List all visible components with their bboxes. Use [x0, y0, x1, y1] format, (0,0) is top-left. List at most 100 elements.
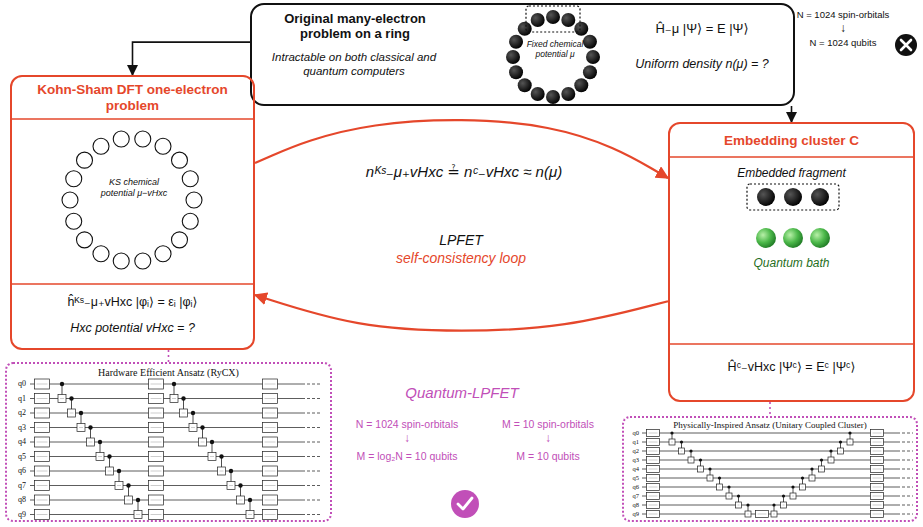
circuit-title: Hardware Efficient Ansatz (RyCX) [7, 367, 330, 379]
down-arrow: ↓ [404, 432, 410, 446]
ks-site [135, 131, 151, 147]
fragment-site [784, 188, 802, 206]
ring-caption: KS chemical potential μ−vHxc [92, 177, 176, 198]
kohn-sham-box: Kohn-Sham DFT one-electron problemKS che… [10, 75, 255, 350]
ks-site [113, 131, 129, 147]
ks-site [186, 192, 202, 208]
electron-site [531, 13, 545, 27]
down-arrow: ↓ [545, 432, 551, 446]
bath-site [810, 228, 830, 248]
embedding-cluster-figure [747, 184, 839, 248]
ansatz-box: Hardware Efficient Ansatz (RyCX) [5, 362, 332, 522]
ks-site [66, 213, 82, 229]
qubit-label: q1 [633, 438, 640, 445]
ks-site [66, 171, 82, 187]
connector [133, 42, 251, 75]
bath-site [756, 228, 776, 248]
electron-site [583, 65, 597, 79]
qubit-label: q0 [18, 379, 26, 388]
bath-site [783, 228, 803, 248]
ks-site [135, 253, 151, 269]
qubit-label: q1 [18, 394, 26, 403]
qubit-label: q5 [18, 452, 26, 461]
electron-site [546, 10, 560, 24]
fragment-outline [747, 184, 839, 210]
ks-site [155, 138, 171, 154]
qubit-label: q0 [633, 429, 640, 436]
scale-note: M = log₂N = 10 qubits [357, 450, 458, 462]
scale-note: M = 10 qubits [516, 450, 579, 462]
electron-site [583, 35, 597, 49]
ks-site [77, 232, 93, 248]
ks-site [182, 213, 198, 229]
electron-site [531, 87, 545, 101]
box-note: Uniform density n(μ) = ? [612, 57, 792, 72]
down-arrow: ↓ [840, 22, 846, 36]
embedding-cluster-box: Embedding cluster C Embedded fragmentQuan… [668, 122, 915, 402]
qubit-label: q3 [633, 456, 640, 463]
loop-caption: self-consistency loop [396, 250, 526, 266]
equation: Ĥᶜ₋vHxc |Ψᶜ⟩ = Eᶜ |Ψᶜ⟩ [674, 360, 909, 375]
qubit-label: q3 [18, 423, 26, 432]
feasible-mark [451, 490, 479, 518]
qubit-label: q2 [633, 447, 640, 454]
ansatz-box: Physically-Inspired Ansatz (Unitary Coup… [622, 416, 918, 522]
bath-caption: Quantum bath [676, 256, 907, 270]
ks-site [93, 138, 109, 154]
method-name: LPFET [439, 232, 483, 248]
electron-site [518, 22, 532, 36]
connector [769, 402, 771, 416]
separator-line [12, 283, 253, 285]
separator-line [670, 343, 913, 345]
qubit-label: q2 [18, 408, 26, 417]
connector [791, 106, 793, 122]
qubit-label: q9 [18, 510, 26, 519]
box-title: Embedding cluster C [676, 133, 907, 149]
ks-site [77, 152, 93, 168]
method-name: Quantum-LPFET [405, 384, 518, 401]
ks-ring [62, 131, 202, 269]
ks-site [155, 246, 171, 262]
self-consistency-equation: nᴷˢ₋μ₊vHxc ≟ nᶜ₋vHxc ≈ n(μ) [363, 163, 565, 180]
electron-site [509, 35, 523, 49]
problem-box: Original many-electron problem on a ring… [250, 3, 795, 106]
ks-site [62, 192, 78, 208]
qubit-label: q4 [18, 437, 26, 446]
qubit-label: q9 [633, 510, 640, 517]
electron-site [506, 50, 520, 64]
box-separators [12, 119, 913, 344]
box-title: Original many-electron problem on a ring [260, 11, 450, 42]
electron-site [518, 78, 532, 92]
separator-line [12, 118, 253, 120]
ks-site [171, 232, 187, 248]
intractable-mark [895, 34, 917, 56]
electron-site [561, 87, 575, 101]
qubit-label: q6 [18, 466, 26, 475]
electron-ring [506, 6, 600, 104]
electron-site [586, 50, 600, 64]
ks-site [113, 253, 129, 269]
box-note: Intractable on both classical and quantu… [264, 51, 444, 78]
qubit-label: q5 [633, 474, 640, 481]
connector [168, 350, 170, 362]
scale-note: N = 1024 qubits [810, 38, 877, 49]
fragment-site [757, 188, 775, 206]
scale-note: N = 1024 spin-orbitals [797, 10, 890, 21]
connector [255, 295, 668, 331]
scale-note: N = 1024 spin-orbitals [356, 418, 458, 430]
fragment-caption: Embedded fragment [676, 166, 907, 180]
qubit-label: q6 [633, 483, 640, 490]
qubit-label: q8 [633, 501, 640, 508]
equation: Ĥ₋μ |Ψ⟩ = E |Ψ⟩ [612, 21, 792, 36]
circuit-title: Physically-Inspired Ansatz (Unitary Coup… [624, 420, 916, 431]
qubit-label: q4 [633, 465, 640, 472]
ks-site [93, 246, 109, 262]
equation: ĥᴷˢ₋μ₊vHxc |φᵢ⟩ = εᵢ |φᵢ⟩ [16, 295, 249, 310]
box-note: Hxc potential vHxc = ? [16, 321, 249, 336]
ks-site [182, 171, 198, 187]
ucc-circuit [642, 430, 913, 518]
ks-site [171, 152, 187, 168]
separator-line [670, 156, 913, 158]
qubit-label: q7 [633, 492, 640, 499]
